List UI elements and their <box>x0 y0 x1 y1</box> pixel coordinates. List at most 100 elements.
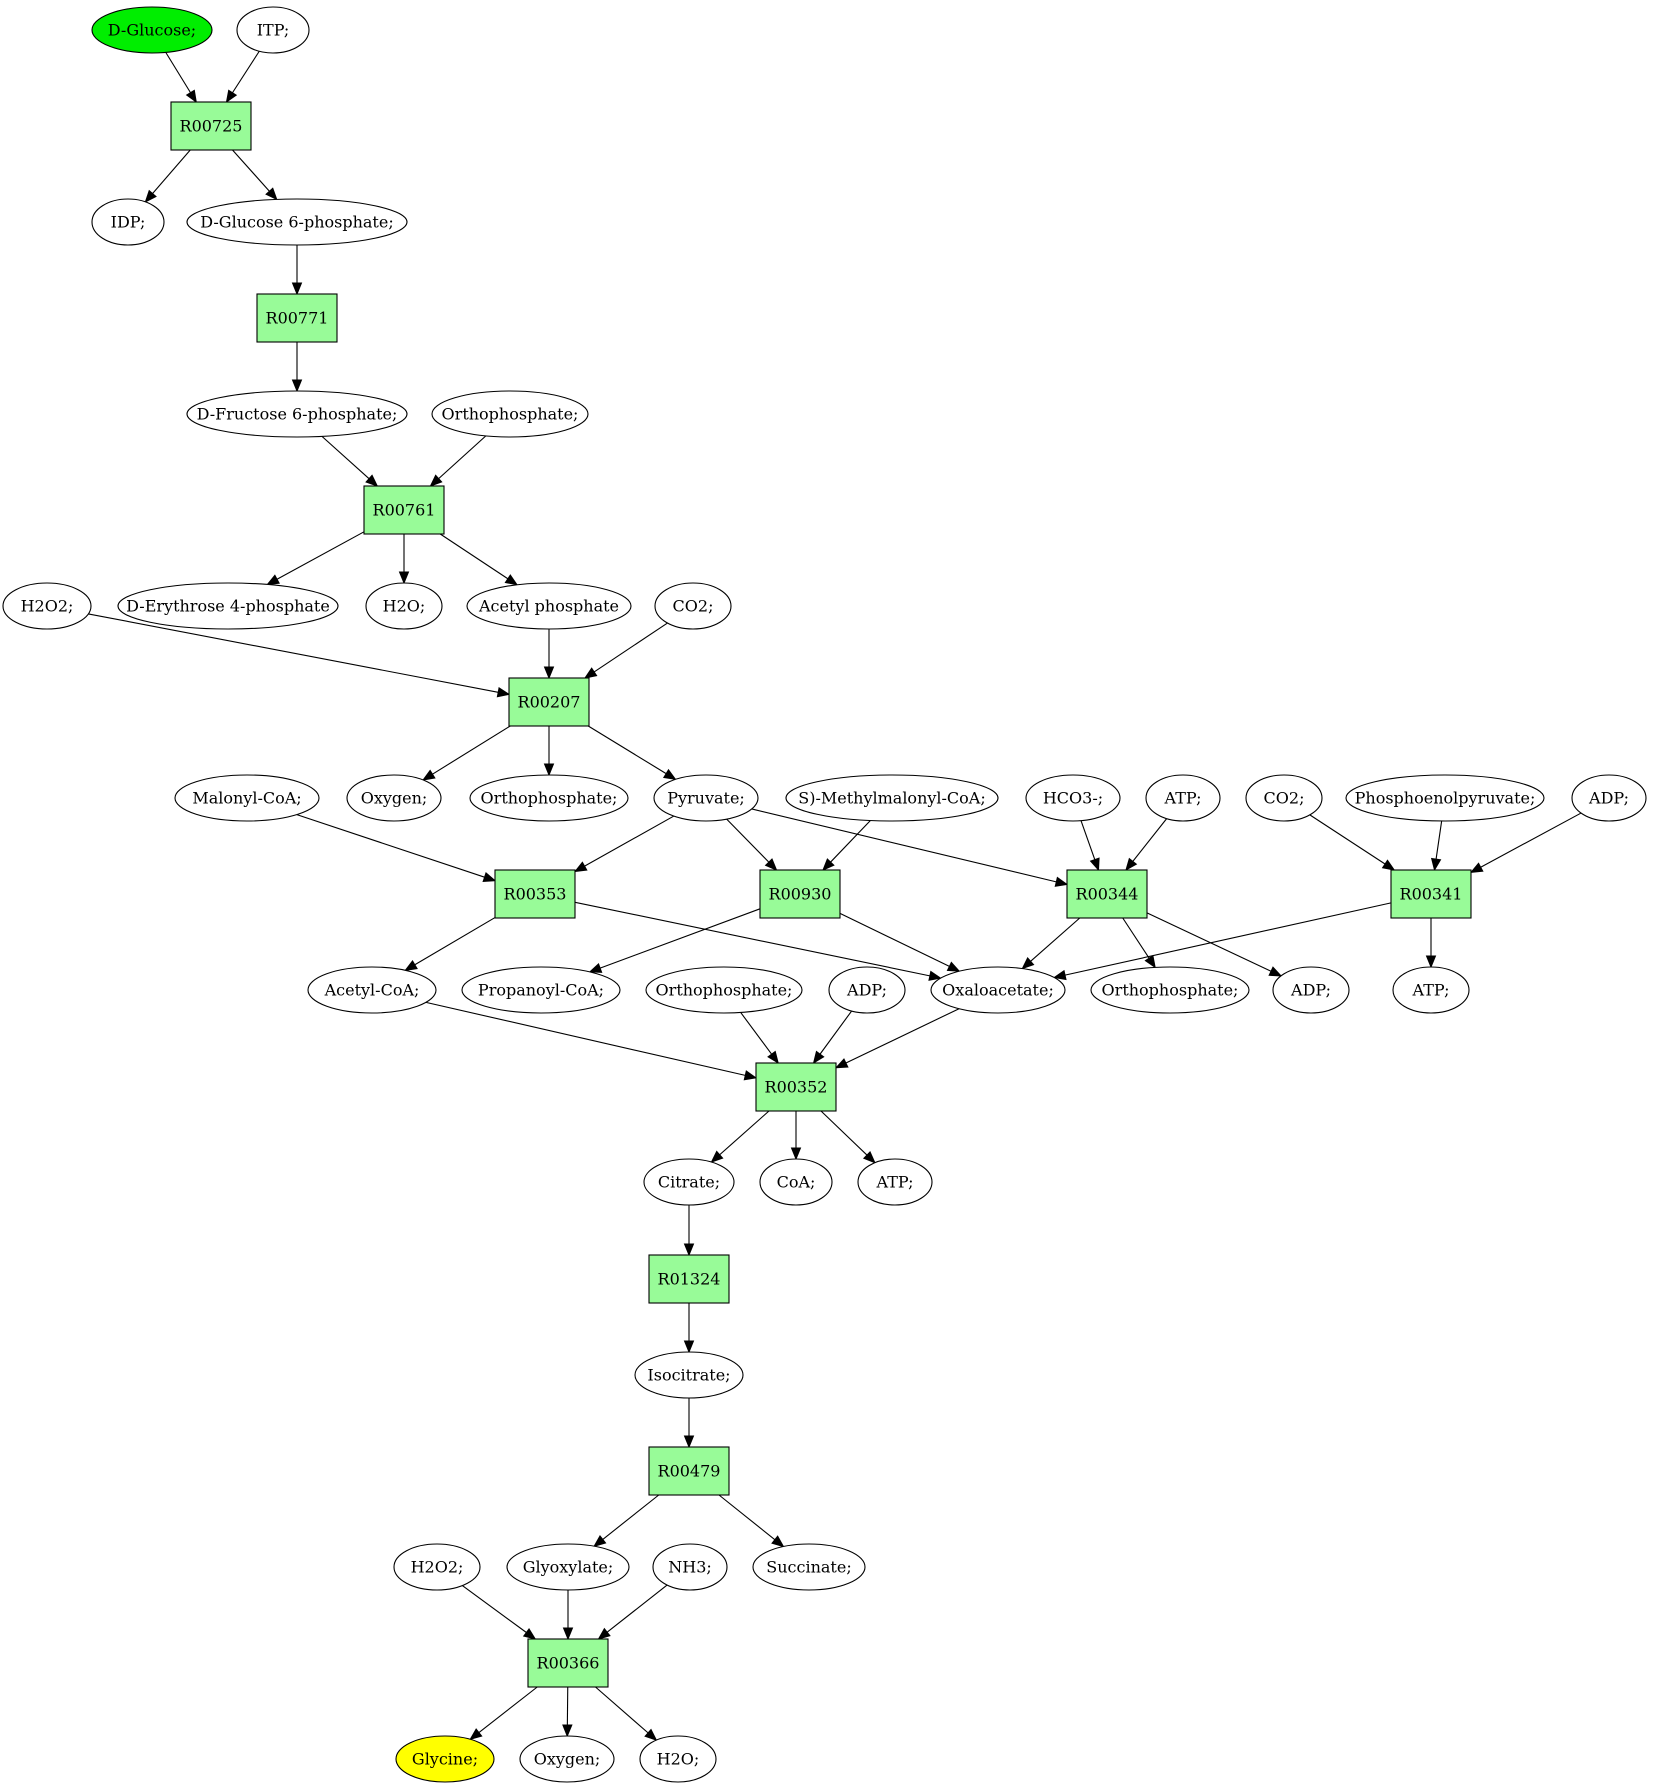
arrowhead <box>225 89 238 104</box>
metabolite-adp[interactable]: ADP; <box>828 966 906 1014</box>
reaction-r00341[interactable]: R00341 <box>1390 869 1472 919</box>
metabolite-d-glucose[interactable]: D-Glucose; <box>91 6 213 54</box>
node-label: Malonyl-CoA; <box>192 789 301 808</box>
node-label: CO2; <box>673 597 714 616</box>
metabolite-succinate[interactable]: Succinate; <box>752 1543 866 1591</box>
metabolite-coa[interactable]: CoA; <box>759 1158 833 1206</box>
metabolite-ellipse <box>1025 774 1121 822</box>
edge-r4-to-m-o2a <box>432 725 511 775</box>
metabolite-atp[interactable]: ATP; <box>1392 966 1470 1014</box>
metabolite-isocitrate[interactable]: Isocitrate; <box>634 1351 744 1399</box>
metabolite-hco3[interactable]: HCO3-; <box>1025 774 1121 822</box>
node-label: R00771 <box>266 309 329 328</box>
node-label: Propanoyl-CoA; <box>478 981 604 1000</box>
reaction-r01324[interactable]: R01324 <box>648 1254 730 1304</box>
metabolite-acetyl-coa[interactable]: Acetyl-CoA; <box>307 966 437 1014</box>
metabolite-ellipse <box>752 1543 866 1591</box>
node-label: H2O; <box>383 597 426 616</box>
reaction-r00725[interactable]: R00725 <box>170 101 252 151</box>
metabolite-co2[interactable]: CO2; <box>1245 774 1323 822</box>
edge-r8-to-m-oaa <box>1064 902 1392 976</box>
arrowhead <box>743 1070 758 1081</box>
edge-m-pyr-to-r7 <box>751 808 1057 883</box>
metabolite-oxaloacetate[interactable]: Oxaloacetate; <box>930 966 1066 1014</box>
arrowhead <box>790 1147 802 1161</box>
node-label: D-Glucose 6-phosphate; <box>200 213 393 232</box>
arrowhead <box>1469 862 1484 874</box>
reaction-r00352[interactable]: R00352 <box>755 1062 837 1112</box>
metabolite-d-fructose-6-phosphate[interactable]: D-Fructose 6-phosphate; <box>186 390 408 438</box>
edge-m-f6p-to-r3 <box>321 435 370 480</box>
metabolite-oxygen[interactable]: Oxygen; <box>519 1735 615 1783</box>
node-label: ITP; <box>257 21 290 40</box>
metabolite-h2o2[interactable]: H2O2; <box>2 582 92 630</box>
metabolite-ellipse <box>91 6 213 54</box>
node-label: CO2; <box>1264 789 1305 808</box>
node-label: R00344 <box>1076 885 1139 904</box>
node-label: ADP; <box>1588 789 1629 808</box>
edge-r1-to-m-g6p <box>232 149 270 192</box>
metabolite-d-glucose-6-phosphate[interactable]: D-Glucose 6-phosphate; <box>186 198 408 246</box>
arrowhead <box>265 187 278 201</box>
node-label: Orthophosphate; <box>1102 981 1239 1000</box>
metabolite-idp[interactable]: IDP; <box>91 198 165 246</box>
metabolite-co2[interactable]: CO2; <box>654 582 732 630</box>
node-label: Isocitrate; <box>647 1366 730 1385</box>
metabolite-oxygen[interactable]: Oxygen; <box>346 774 442 822</box>
metabolite-s-methylmalonyl-coa[interactable]: S)-Methylmalonyl-CoA; <box>785 774 999 822</box>
metabolite-malonyl-coa[interactable]: Malonyl-CoA; <box>174 774 320 822</box>
reaction-r00207[interactable]: R00207 <box>508 677 590 727</box>
metabolite-orthophosphate[interactable]: Orthophosphate; <box>431 390 589 438</box>
reaction-r00761[interactable]: R00761 <box>363 485 445 535</box>
metabolite-adp[interactable]: ADP; <box>1272 966 1350 1014</box>
reaction-r00353[interactable]: R00353 <box>494 869 576 919</box>
node-label: Citrate; <box>658 1173 720 1192</box>
node-label: Acetyl phosphate <box>478 597 619 616</box>
arrowhead <box>469 1728 483 1741</box>
metabolite-h2o[interactable]: H2O; <box>365 582 443 630</box>
edge-r12-to-m-h2o3 <box>595 1686 649 1734</box>
metabolite-atp[interactable]: ATP; <box>1145 774 1221 822</box>
node-label: R00930 <box>769 885 832 904</box>
metabolite-h2o[interactable]: H2O; <box>639 1735 717 1783</box>
metabolite-orthophosphate[interactable]: Orthophosphate; <box>1090 966 1250 1014</box>
metabolite-atp[interactable]: ATP; <box>857 1158 933 1206</box>
arrowhead <box>767 1050 779 1065</box>
metabolite-d-erythrose-4-phosphate[interactable]: D-Erythrose 4-phosphate <box>117 582 339 630</box>
metabolite-ellipse <box>236 6 310 54</box>
reaction-r00344[interactable]: R00344 <box>1066 869 1148 919</box>
arrowhead <box>562 1724 573 1738</box>
reaction-r00771[interactable]: R00771 <box>256 293 338 343</box>
metabolite-pyruvate[interactable]: Pyruvate; <box>653 774 759 822</box>
metabolite-ellipse <box>174 774 320 822</box>
edge-m-h2o2a-to-r4 <box>88 613 499 693</box>
metabolite-adp[interactable]: ADP; <box>1571 774 1647 822</box>
metabolite-glyoxylate[interactable]: Glyoxylate; <box>506 1543 630 1591</box>
metabolite-acetyl-phosphate[interactable]: Acetyl phosphate <box>466 582 632 630</box>
metabolite-citrate[interactable]: Citrate; <box>643 1158 735 1206</box>
node-label: Glyoxylate; <box>523 1558 614 1577</box>
reaction-r00366[interactable]: R00366 <box>527 1638 609 1688</box>
node-label: Pyruvate; <box>667 789 745 808</box>
edge-m-co2b-to-r8 <box>1309 814 1386 865</box>
arrowhead <box>429 474 443 487</box>
reaction-r00930[interactable]: R00930 <box>759 869 841 919</box>
metabolite-itp[interactable]: ITP; <box>236 6 310 54</box>
edge-m-nh3-to-r12 <box>606 1584 668 1633</box>
edge-r6-to-m-propcoa <box>599 908 761 969</box>
metabolite-nh3[interactable]: NH3; <box>652 1543 728 1591</box>
edge-m-pi1-to-r3 <box>438 435 487 480</box>
metabolite-orthophosphate[interactable]: Orthophosphate; <box>645 966 803 1014</box>
metabolite-orthophosphate[interactable]: Orthophosphate; <box>469 774 629 822</box>
metabolite-phosphoenolpyruvate[interactable]: Phosphoenolpyruvate; <box>1345 774 1545 822</box>
reaction-box <box>170 101 252 151</box>
edge-m-adp1-to-r8 <box>1480 812 1582 868</box>
metabolite-glycine[interactable]: Glycine; <box>395 1735 495 1783</box>
edge-r9-to-m-atp3 <box>820 1110 868 1156</box>
reaction-r00479[interactable]: R00479 <box>648 1446 730 1496</box>
arrowhead <box>522 1627 537 1640</box>
metabolite-propanoyl-coa[interactable]: Propanoyl-CoA; <box>461 966 621 1014</box>
node-label: R00366 <box>537 1654 600 1673</box>
metabolite-h2o2[interactable]: H2O2; <box>393 1543 481 1591</box>
arrowhead <box>504 574 519 586</box>
